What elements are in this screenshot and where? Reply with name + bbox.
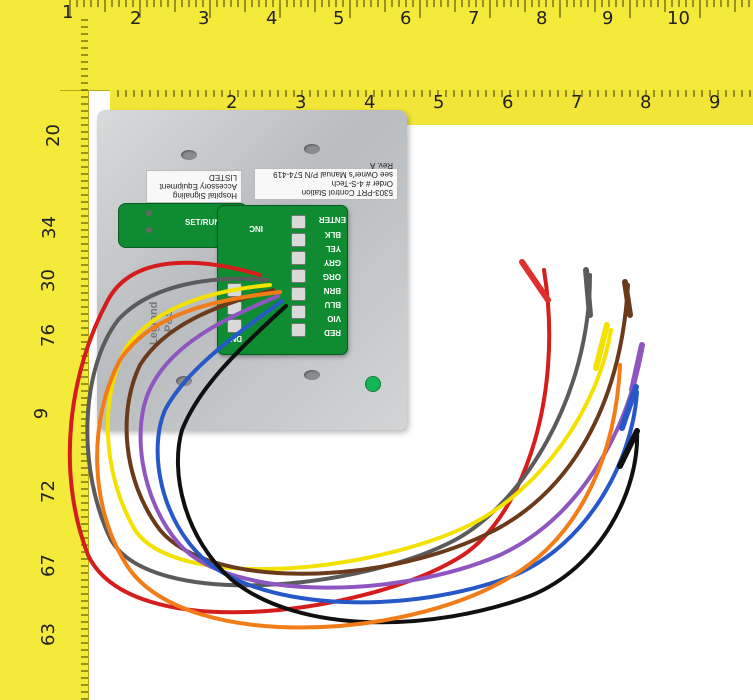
screw xyxy=(146,210,152,216)
screw-hole xyxy=(304,144,320,154)
ruler-number: 3 xyxy=(295,92,307,113)
terminal-block xyxy=(291,305,306,319)
wire-blue xyxy=(155,299,639,605)
ruler-number: 4 xyxy=(364,92,376,113)
ruler-number: 8 xyxy=(640,92,652,113)
wire-tip xyxy=(617,428,640,469)
ruler-number: 9 xyxy=(709,92,721,113)
ruler-number: 7 xyxy=(468,8,480,29)
wire-black xyxy=(175,304,640,625)
wire-yellow xyxy=(105,283,613,572)
wire-tip xyxy=(519,259,551,303)
terminal-block xyxy=(291,269,306,283)
top-ruler xyxy=(60,0,753,91)
ruler-number: 6 xyxy=(400,8,412,29)
wire-red xyxy=(67,260,552,615)
screw xyxy=(146,227,152,233)
green-status-dot xyxy=(365,376,381,392)
wire-tip xyxy=(622,279,633,318)
terminal-block xyxy=(291,215,306,229)
ruler-number: 8 xyxy=(536,8,548,29)
ruler-number: 5 xyxy=(433,92,445,113)
wire-orange xyxy=(95,290,622,630)
ruler-number: 4 xyxy=(266,8,278,29)
terminal-block xyxy=(227,319,242,333)
terminal-block xyxy=(291,287,306,301)
ruler-number: 6 xyxy=(502,92,514,113)
wire-brown xyxy=(124,283,630,576)
screw-hole xyxy=(181,150,197,160)
screw-hole xyxy=(304,370,320,380)
main-circuit-board: ENTER BLK YEL GRY ORG BRN BLU VIO RED IN… xyxy=(217,205,348,355)
ruler-number: 5 xyxy=(333,8,345,29)
wire-gray xyxy=(85,273,592,588)
ruler-number: 9 xyxy=(602,8,614,29)
ruler-number: 2 xyxy=(226,92,238,113)
ruler-number: 7 xyxy=(571,92,583,113)
wire-violet xyxy=(138,294,644,590)
terminal-block xyxy=(291,233,306,247)
ruler-number: 10 xyxy=(667,8,690,29)
ruler-number: 2 xyxy=(130,8,142,29)
left-ruler xyxy=(0,0,89,700)
wire-tip xyxy=(583,267,593,318)
wire-tip xyxy=(629,342,645,393)
wire-tip xyxy=(593,322,610,371)
ruler-number: 1 xyxy=(62,2,74,23)
pcb-label: SET/RUN xyxy=(185,218,221,227)
terminal-block xyxy=(291,323,306,337)
terminal-block xyxy=(291,251,306,265)
wire-tip xyxy=(619,384,639,431)
ruler-number: 3 xyxy=(198,8,210,29)
